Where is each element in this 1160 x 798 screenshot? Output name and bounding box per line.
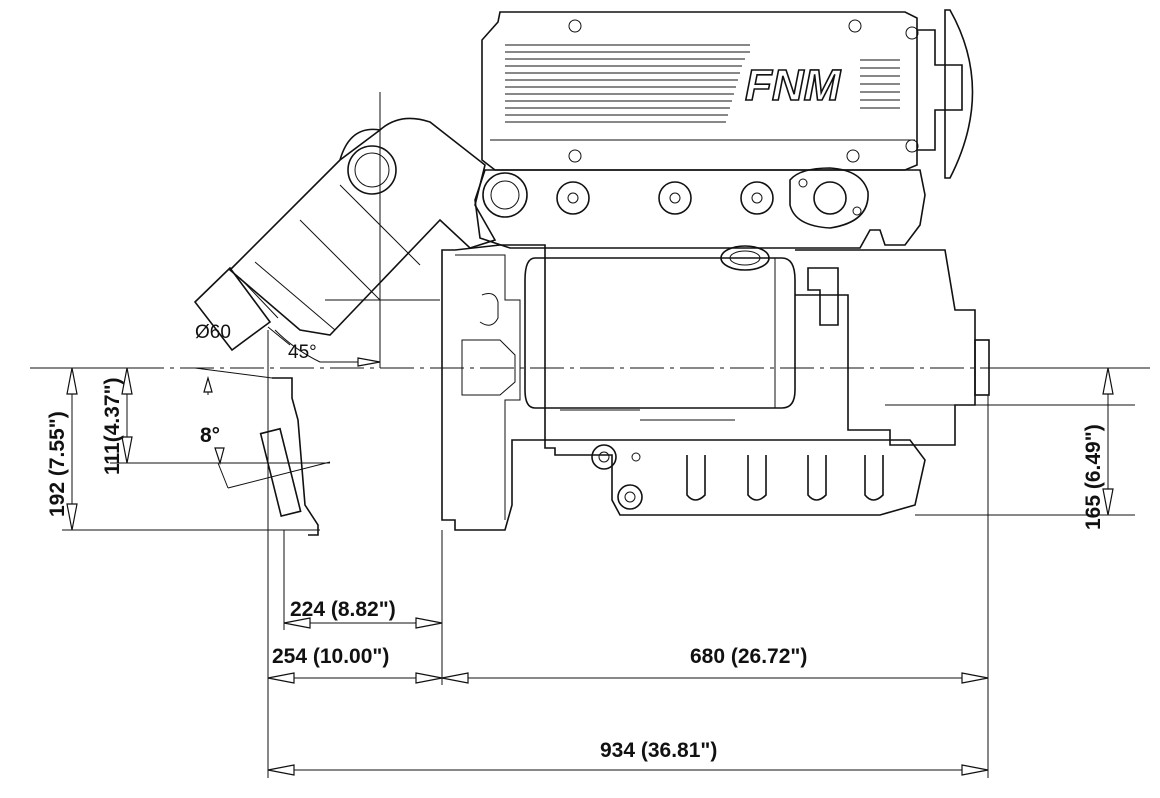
dim-224-label: 224 (8.82") (290, 598, 396, 621)
tail-flange (194, 367, 319, 536)
dim-165-label: 165 (6.49") (1082, 424, 1105, 530)
cylinder-head (474, 167, 926, 249)
oil-pan (544, 409, 926, 516)
valve-cover: FNM (481, 11, 919, 171)
dim-111-label: 111(4.37") (101, 377, 124, 475)
exhaust-elbow (193, 117, 497, 352)
horizontal-dimensions (267, 617, 989, 776)
extension-lines (62, 329, 1135, 778)
front-pulley (917, 9, 974, 179)
dim-934-label: 934 (36.81") (600, 739, 717, 762)
angle-8-label: 8° (200, 424, 220, 447)
dim-680-label: 680 (26.72") (690, 645, 807, 668)
starter-cylinder (524, 245, 839, 409)
angle-45-label: 45° (288, 342, 317, 363)
dim-192-label: 192 (7.55") (46, 411, 69, 517)
vertical-dimensions (66, 367, 1114, 531)
center-lines (30, 92, 1150, 369)
dim-254-label: 254 (10.00") (272, 645, 389, 668)
bellhousing (441, 244, 546, 531)
angle-arc (357, 357, 381, 367)
engine-block (795, 249, 990, 446)
brand-logo: FNM (745, 61, 842, 110)
diameter-label: Ø60 (195, 322, 231, 343)
